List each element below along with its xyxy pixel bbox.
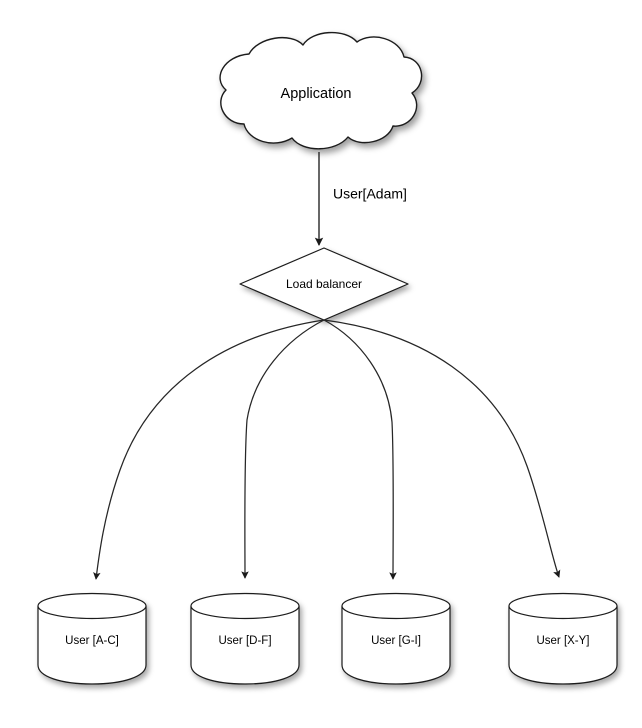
node-database-3[interactable]: User [G-I] [341, 592, 451, 685]
database-3-label: User [G-I] [371, 635, 421, 647]
database-4-label: User [X-Y] [536, 635, 589, 647]
edge-label-user-adam: User[Adam] [333, 186, 407, 202]
node-database-1[interactable]: User [A-C] [37, 592, 147, 685]
edge-load-balancer-to-db-4 [323, 319, 561, 578]
node-application[interactable]: Application [219, 31, 423, 150]
edge-application-to-load-balancer: User[Adam] [314, 152, 407, 247]
node-database-4[interactable]: User [X-Y] [508, 592, 618, 685]
node-database-2[interactable]: User [D-F] [190, 592, 300, 685]
application-label: Application [281, 86, 352, 102]
database-1-label: User [A-C] [65, 635, 119, 647]
edge-load-balancer-to-db-2 [241, 319, 325, 579]
node-load-balancer[interactable]: Load balancer [239, 247, 409, 321]
edge-group-load-balancer-to-databases [93, 319, 561, 580]
load-balancer-label: Load balancer [286, 277, 362, 291]
database-2-label: User [D-F] [218, 635, 271, 647]
edge-load-balancer-to-db-1 [93, 319, 325, 580]
edge-load-balancer-to-db-3 [323, 319, 397, 580]
